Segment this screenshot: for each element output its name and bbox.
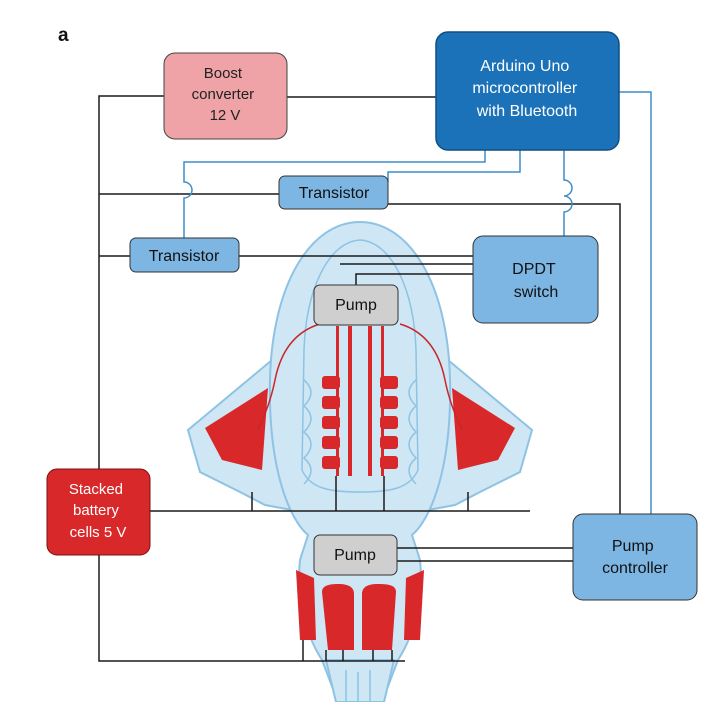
upper-pump-label: Pump xyxy=(335,297,377,314)
rear-actuator-inner-right xyxy=(362,584,396,650)
red-tube-left xyxy=(257,323,321,431)
boost-line-3: 12 V xyxy=(210,107,241,124)
boost-line-1: Boost xyxy=(204,65,243,82)
transistor-top-box: Transistor xyxy=(278,175,389,210)
inner-scallop-right xyxy=(408,379,418,485)
robot-main-body xyxy=(268,220,452,702)
black-wires xyxy=(98,95,621,662)
battery-line-2: battery xyxy=(73,502,119,519)
right-fin-actuator xyxy=(452,388,515,470)
tail-fin xyxy=(324,659,396,702)
inner-scallop-left xyxy=(302,379,312,485)
tail-detail xyxy=(345,670,371,702)
red-tube-right xyxy=(399,323,463,431)
blue-wires xyxy=(183,91,652,514)
svg-text:Pump: Pump xyxy=(335,297,377,314)
dpdt-switch-box: DPDT switch xyxy=(472,235,599,324)
chamber-pad xyxy=(322,456,340,469)
chamber-pad xyxy=(322,436,340,449)
center-channel-2 xyxy=(368,326,372,476)
svg-text:DPDT switch: DPDT switch xyxy=(512,261,560,301)
arduino-line-1: Arduino Uno xyxy=(480,58,569,75)
pump-controller-box: Pump controller xyxy=(572,513,698,601)
wire-arduino-pump-controller xyxy=(619,91,652,514)
wire-arduino-transistor-left xyxy=(183,150,486,238)
wire-dpdt-pump xyxy=(355,273,473,285)
lower-pump-box: Pump xyxy=(313,534,398,576)
robot-body-illustration xyxy=(186,220,534,702)
transistor-left-box: Transistor xyxy=(129,237,240,273)
battery-line-1: Stacked xyxy=(69,481,123,498)
wire-arduino-dpdt xyxy=(563,150,573,236)
svg-text:Pump: Pump xyxy=(334,547,376,564)
rear-actuator-outer-right xyxy=(404,570,424,640)
arduino-line-3: with Bluetooth xyxy=(476,103,578,120)
chamber-pad xyxy=(322,416,340,429)
boost-converter-box: Boost converter 12 V xyxy=(163,52,288,140)
dpdt-line-1: DPDT xyxy=(512,261,556,278)
svg-text:Arduino Uno microcontrol: Arduino Uno microcontroller with Bluetoo… xyxy=(472,58,581,120)
battery-box: Stacked battery cells 5 V xyxy=(46,468,151,556)
rear-actuator-inner-left xyxy=(322,584,354,650)
pump-controller-line-2: controller xyxy=(602,560,668,577)
chamber-pad xyxy=(380,456,398,469)
upper-pump-box: Pump xyxy=(313,284,399,326)
transistor-top-label: Transistor xyxy=(299,185,370,202)
chamber-pad xyxy=(322,396,340,409)
chamber-pad xyxy=(380,416,398,429)
dpdt-line-2: switch xyxy=(514,284,558,301)
center-channel-1 xyxy=(348,326,352,476)
chamber-pad xyxy=(380,396,398,409)
svg-text:Stacked battery ce: Stacked battery cells 5 V xyxy=(69,481,127,541)
arduino-line-2: microcontroller xyxy=(472,80,578,97)
chamber-pad xyxy=(322,376,340,389)
wire-left-bus xyxy=(98,95,164,473)
arduino-box: Arduino Uno microcontroller with Bluetoo… xyxy=(435,31,620,151)
svg-text:Transistor: Transistor xyxy=(149,248,220,265)
svg-text:Transistor: Transistor xyxy=(299,185,370,202)
actuators xyxy=(205,326,515,650)
transistor-left-label: Transistor xyxy=(149,248,220,265)
battery-line-3: cells 5 V xyxy=(70,524,127,541)
left-fin-actuator xyxy=(205,388,268,470)
boost-line-2: converter xyxy=(192,86,255,103)
wire-arduino-transistor-top xyxy=(387,150,521,182)
wire-transistor-top-right xyxy=(388,203,621,514)
chamber-pad xyxy=(380,436,398,449)
panel-label: a xyxy=(58,25,69,46)
rear-actuator-outer-left xyxy=(296,570,316,640)
chamber-pad xyxy=(380,376,398,389)
svg-text:Pump controller: Pump controller xyxy=(602,538,668,577)
pump-controller-line-1: Pump xyxy=(612,538,654,555)
lower-pump-label: Pump xyxy=(334,547,376,564)
svg-text:Boost converter 12: Boost converter 12 V xyxy=(192,65,259,124)
